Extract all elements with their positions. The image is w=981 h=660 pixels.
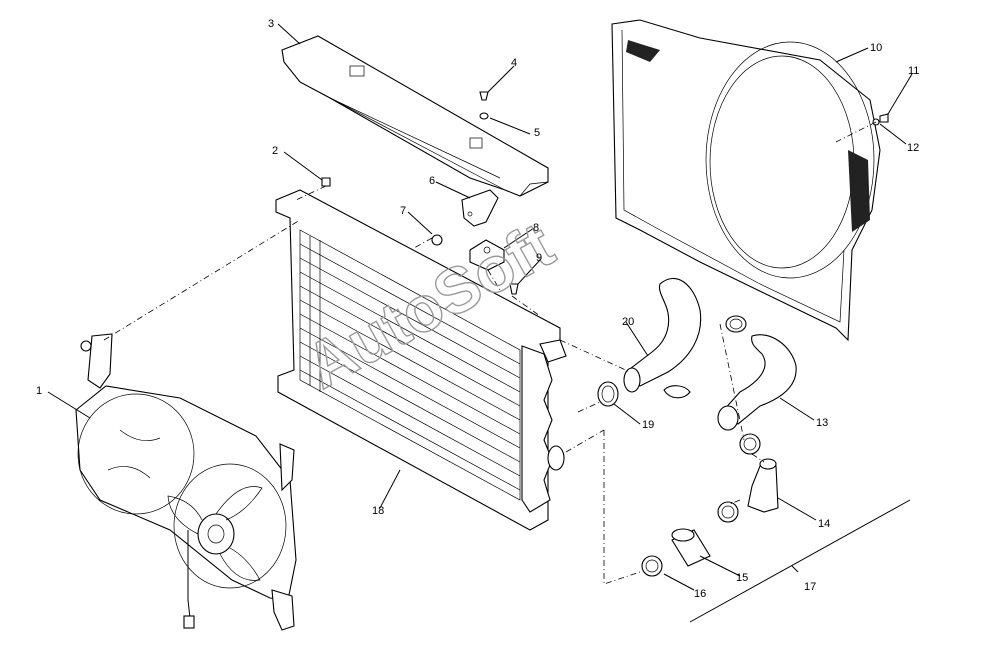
leader-lines [47, 23, 913, 623]
callout-5: 5 [534, 127, 540, 139]
callout-17: 17 [804, 581, 816, 593]
callout-9: 9 [536, 252, 542, 264]
alignment-lines [103, 121, 877, 585]
part-6-bracket [461, 189, 499, 227]
part-8-mount-rubber [469, 239, 505, 271]
callout-11: 11 [908, 65, 919, 77]
callout-6: 6 [429, 175, 435, 187]
part-1-fan-assembly [75, 333, 297, 631]
callout-19: 19 [642, 419, 654, 431]
callout-10: 10 [870, 42, 882, 54]
callout-1: 1 [36, 385, 42, 397]
callout-14: 14 [818, 518, 830, 530]
callout-18: 18 [372, 505, 384, 517]
callout-labels: 1 2 3 4 5 6 7 8 9 10 11 12 13 14 15 16 1… [36, 18, 919, 600]
part-11-12-screw-washer [872, 113, 889, 126]
part-18-radiator [275, 189, 567, 531]
callout-2: 2 [272, 145, 278, 157]
callout-4: 4 [511, 57, 517, 69]
callout-20: 20 [622, 316, 634, 328]
part-3-top-cover [281, 35, 549, 197]
callout-7: 7 [400, 205, 406, 217]
part-15-hose-connector [671, 528, 711, 567]
part-5-washer [479, 112, 489, 120]
callout-15: 15 [736, 572, 748, 584]
part-19-hose-clamp [597, 381, 619, 407]
part-7-nut [431, 234, 443, 246]
part-2-bolt [321, 177, 331, 187]
part-4-bolt [479, 91, 489, 101]
part-13-lower-hose [717, 315, 797, 455]
part-9-bolt [509, 283, 519, 295]
callout-8: 8 [533, 222, 539, 234]
part-10-fan-shroud [611, 19, 881, 342]
callout-16: 16 [694, 588, 706, 600]
callout-12: 12 [907, 142, 919, 154]
part-20-upper-hose [623, 278, 702, 399]
callout-13: 13 [816, 417, 828, 429]
part-14-elbow-pipe [717, 458, 779, 523]
part-16-hose-clamp [641, 555, 663, 577]
callout-3: 3 [268, 18, 274, 30]
